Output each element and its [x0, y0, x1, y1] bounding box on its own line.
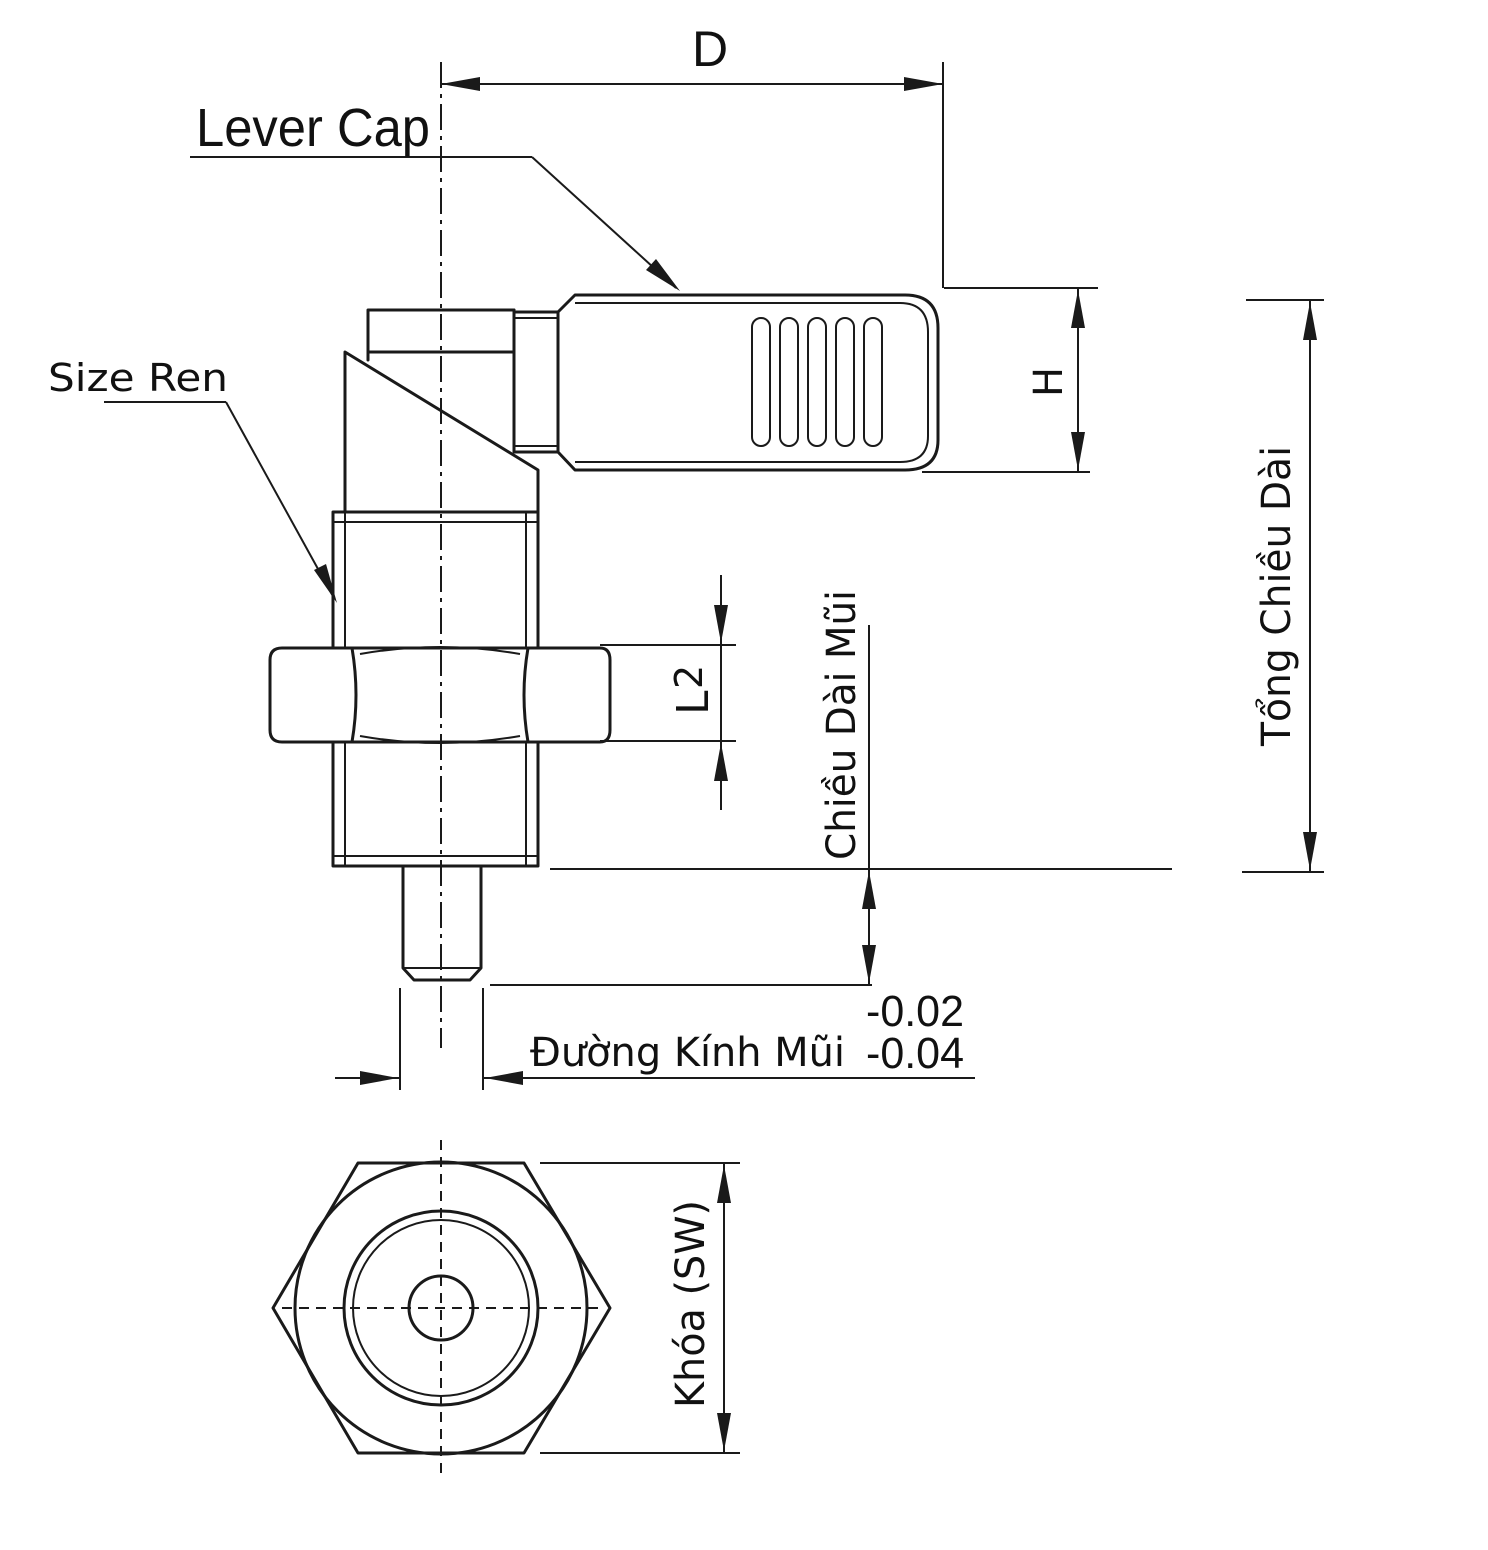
- dimension-total-length: Tổng Chiều Dài: [1242, 299, 1324, 873]
- plunger-side-view: [268, 62, 940, 1048]
- hex-nut-outline: [271, 1161, 612, 1455]
- tolerance-upper: -0.02: [866, 987, 964, 1036]
- size-ren-callout: Size Ren: [48, 356, 337, 603]
- wrench-size-label: Khóa (SW): [668, 1200, 714, 1408]
- lever-cap-callout: Lever Cap: [190, 98, 680, 291]
- lever-cap-label: Lever Cap: [196, 98, 430, 158]
- pin-length-label: Chiều Dài Mũi: [819, 590, 865, 860]
- dimension-l2: L 2: [600, 575, 736, 810]
- dimension-pin-diameter: Đường Kính Mũi -0.02 -0.04: [335, 987, 975, 1090]
- lever-collar: [512, 310, 560, 454]
- lever-grip-ribs: [751, 317, 883, 447]
- size-ren-label: Size Ren: [48, 356, 228, 400]
- dimension-l2-subscript: 2: [667, 665, 711, 689]
- dimension-h: H: [922, 287, 1098, 473]
- pin-diameter-label: Đường Kính Mũi: [530, 1030, 845, 1076]
- tolerance-lower: -0.04: [866, 1029, 964, 1078]
- lever-cap: [556, 293, 940, 472]
- dimension-wrench-size: Khóa (SW): [540, 1162, 740, 1454]
- dimension-pin-length: Chiều Dài Mũi: [490, 590, 1172, 986]
- dimension-d-label: D: [692, 21, 728, 77]
- plunger-end-view: [271, 1140, 612, 1475]
- dimension-d: D: [441, 21, 944, 288]
- dimension-h-label: H: [1026, 367, 1072, 397]
- dimension-l2-label: L: [668, 690, 719, 715]
- total-length-label: Tổng Chiều Dài: [1254, 446, 1300, 747]
